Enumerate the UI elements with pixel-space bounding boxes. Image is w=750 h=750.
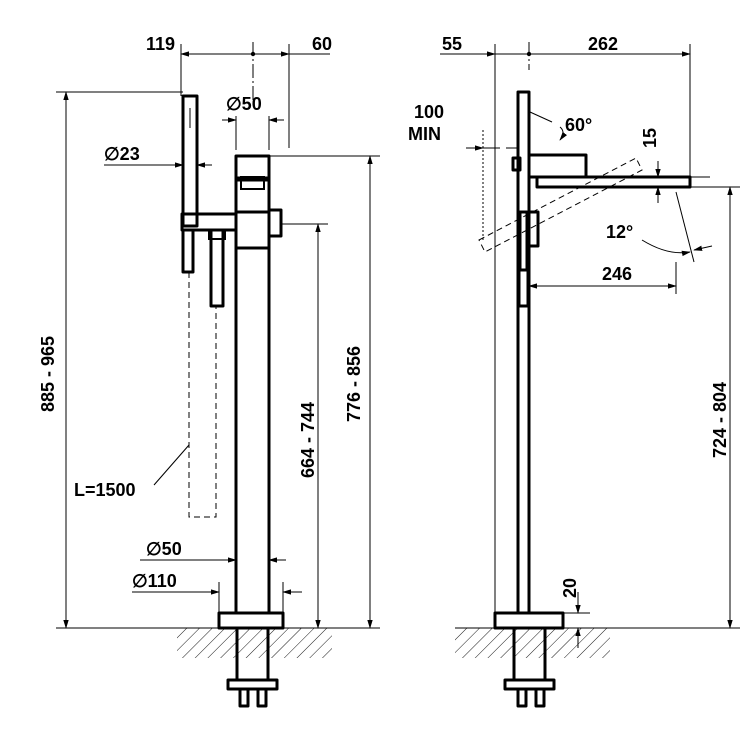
dim-spout-angle: 12° <box>606 222 633 242</box>
dim-handshower-diameter: ∅23 <box>104 144 140 164</box>
side-spout-body <box>527 153 588 179</box>
front-base-flange <box>217 611 285 630</box>
front-spout-outlet <box>240 176 265 190</box>
side-mixer-body <box>527 210 540 248</box>
front-spout-head <box>234 154 271 182</box>
dim-55: 55 <box>442 34 462 54</box>
front-view: 119 60 ∅50 ∅23 885 - 965 L=1500 ∅50 ∅110 <box>38 34 380 708</box>
dim-body-height: 776 - 856 <box>344 346 364 422</box>
dim-262: 262 <box>588 34 618 54</box>
side-view: 55 262 100 MIN 60° 15 12° 246 724 - 8 <box>408 34 740 708</box>
front-shower-handle-left <box>181 228 195 274</box>
dim-lever-height: 664 - 744 <box>298 402 318 478</box>
front-mixer-body <box>234 210 271 250</box>
front-column <box>234 176 271 615</box>
dim-60: 60 <box>312 34 332 54</box>
side-spout <box>535 175 692 189</box>
dim-spout-height: 724 - 804 <box>710 382 730 458</box>
dim-spout-thickness: 15 <box>640 128 660 148</box>
front-floor <box>177 627 332 658</box>
side-column <box>516 90 531 615</box>
dim-clearance-sub: MIN <box>408 124 441 144</box>
dim-clearance: 100 <box>414 102 444 122</box>
side-floor <box>455 627 610 658</box>
front-shower-holder <box>180 212 238 232</box>
side-rear-bracket <box>511 156 522 172</box>
dim-total-height: 885 - 965 <box>38 336 58 412</box>
dim-spout-diameter: ∅50 <box>226 94 262 114</box>
dim-base-diameter: ∅110 <box>132 571 177 591</box>
front-underfloor-fitting <box>226 626 279 708</box>
dim-base-height: 20 <box>560 578 580 598</box>
dim-hose-length: L=1500 <box>74 480 136 500</box>
side-lever-dashed <box>478 157 643 253</box>
dim-column-diameter: ∅50 <box>146 539 182 559</box>
dim-lever-angle: 60° <box>565 115 592 135</box>
side-underfloor-fitting <box>503 626 556 708</box>
side-lower-part-1 <box>518 210 529 272</box>
dim-119: 119 <box>146 34 175 54</box>
front-lever <box>267 208 283 238</box>
dim-spout-reach: 246 <box>602 264 632 284</box>
front-hand-shower <box>181 94 199 228</box>
front-hose <box>188 272 217 518</box>
front-shower-handle-right <box>209 228 225 308</box>
side-lower-part-2 <box>517 268 530 308</box>
side-base-flange <box>493 611 565 630</box>
